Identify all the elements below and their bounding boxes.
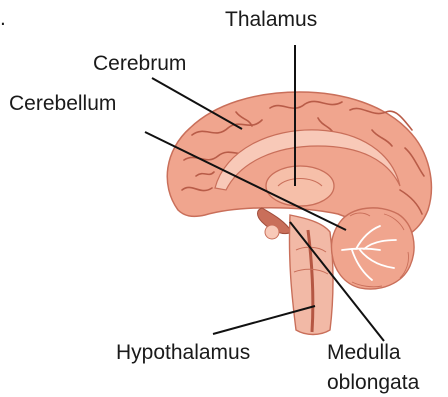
hypothalamus-label: Hypothalamus (116, 341, 250, 364)
medulla-label-line2: oblongata (327, 371, 420, 394)
cerebellum-label: Cerebellum (9, 92, 116, 115)
pituitary-shape (265, 225, 279, 239)
brain-illustration (167, 92, 431, 335)
thalamus-label: Thalamus (225, 8, 317, 31)
medulla-label-line1: Medulla (327, 341, 401, 364)
cerebrum-label: Cerebrum (93, 52, 186, 75)
thalamus-shape (266, 166, 334, 206)
corner-dot: . (0, 7, 6, 30)
